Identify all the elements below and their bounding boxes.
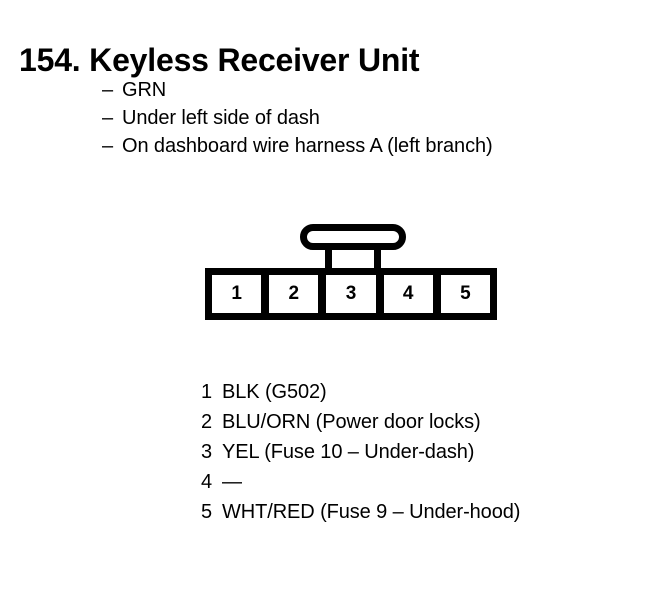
pin-number: 5 xyxy=(201,501,213,523)
pin-description: — xyxy=(222,471,242,493)
pin-legend-row: 5 WHT/RED (Fuse 9 – Under-hood) xyxy=(201,501,520,531)
note-text: GRN xyxy=(122,79,167,101)
pin-description: YEL (Fuse 10 – Under-dash) xyxy=(222,441,475,463)
pin-number: 2 xyxy=(201,411,213,433)
note-dash-icon: – xyxy=(102,79,114,101)
pin-legend-row: 4 — xyxy=(201,471,520,501)
note-text: Under left side of dash xyxy=(122,107,320,129)
note-text: On dashboard wire harness A (left branch… xyxy=(122,135,493,157)
pin-number: 3 xyxy=(201,441,213,463)
terminal-cell-3: 3 xyxy=(326,275,376,313)
terminal-cell-5: 5 xyxy=(440,275,491,313)
connector-diagram: 1 2 3 4 5 xyxy=(205,224,497,320)
pin-number: 4 xyxy=(201,471,213,493)
terminal-cell-1: 1 xyxy=(212,275,262,313)
pin-legend-row: 1 BLK (G502) xyxy=(201,381,520,411)
connector-body: 1 2 3 4 5 xyxy=(205,268,497,320)
pin-legend-row: 3 YEL (Fuse 10 – Under-dash) xyxy=(201,441,520,471)
notes-list: – GRN – Under left side of dash – On das… xyxy=(102,76,493,160)
pin-description: WHT/RED (Fuse 9 – Under-hood) xyxy=(222,501,521,523)
pin-number: 1 xyxy=(201,381,213,403)
note-dash-icon: – xyxy=(102,107,114,129)
pin-legend-row: 2 BLU/ORN (Power door locks) xyxy=(201,411,520,441)
note-item: – On dashboard wire harness A (left bran… xyxy=(102,132,493,160)
note-dash-icon: – xyxy=(102,135,114,157)
pin-legend-list: 1 BLK (G502) 2 BLU/ORN (Power door locks… xyxy=(201,381,520,531)
connector-latch-tab-icon xyxy=(300,224,406,250)
page-title: 154. Keyless Receiver Unit xyxy=(19,42,420,79)
note-item: – Under left side of dash xyxy=(102,104,493,132)
terminal-cell-2: 2 xyxy=(269,275,319,313)
pin-description: BLK (G502) xyxy=(222,381,327,403)
pin-description: BLU/ORN (Power door locks) xyxy=(222,411,481,433)
terminal-cell-4: 4 xyxy=(383,275,433,313)
note-item: – GRN xyxy=(102,76,493,104)
